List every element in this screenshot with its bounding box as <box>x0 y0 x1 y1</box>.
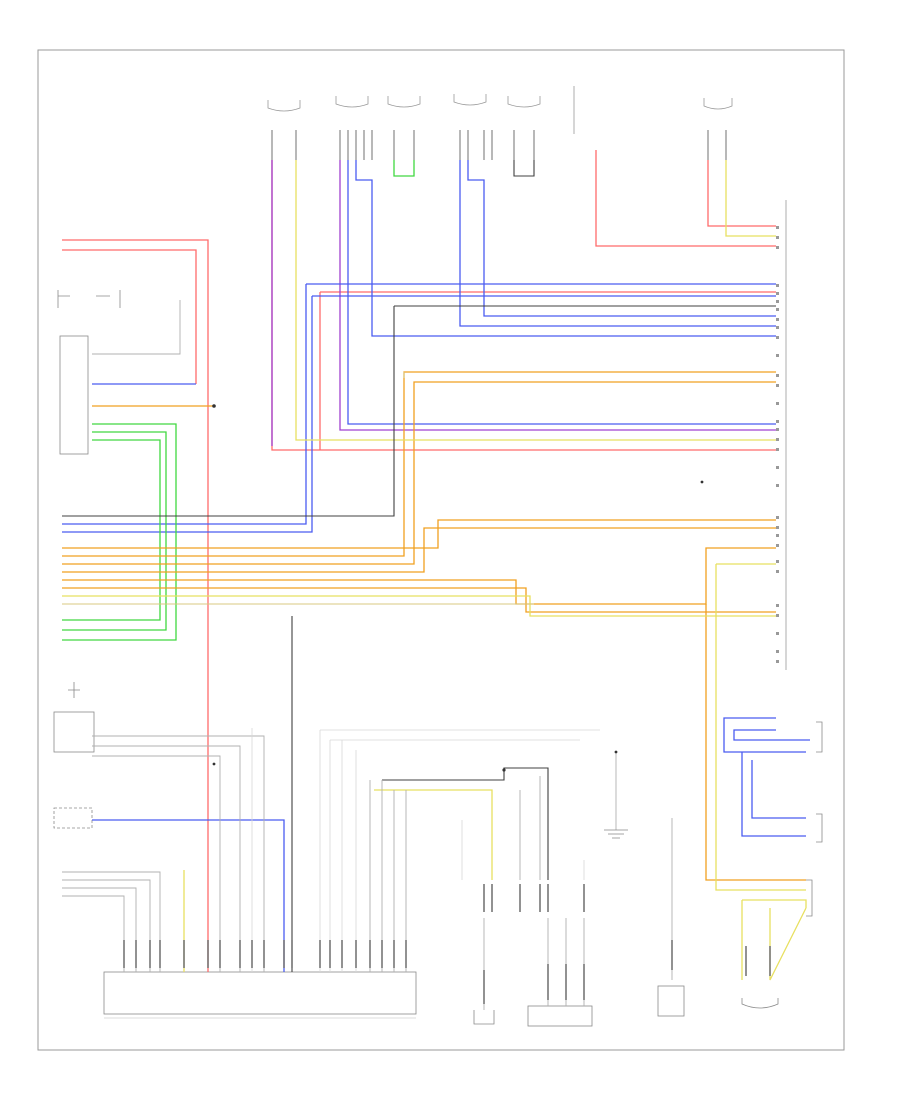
right-side-connector-2 <box>816 813 823 843</box>
wires-blue <box>62 160 810 972</box>
wires-lightgray <box>251 728 600 972</box>
bottom-module-pins <box>123 884 771 1004</box>
wires-tan <box>62 372 534 605</box>
wires-green <box>62 160 415 641</box>
wires-purple <box>271 160 776 446</box>
switch-outline <box>57 290 121 308</box>
top-connector-group <box>267 86 733 134</box>
connector-2-outline <box>335 96 369 108</box>
connector-6-outline <box>703 98 733 110</box>
tail-light-module <box>527 1005 593 1027</box>
left-modules <box>53 290 121 829</box>
bottom-modules <box>103 721 823 1027</box>
connector-5-outline <box>507 96 541 108</box>
connector-4-outline <box>453 94 487 106</box>
small-module-right <box>657 985 685 1017</box>
connector-3-outline <box>387 96 421 108</box>
wires-orange <box>62 371 806 881</box>
small-relay-box <box>53 807 93 829</box>
splice-points <box>212 404 704 772</box>
right-side-connector-1 <box>816 721 823 753</box>
antenna-icon <box>68 682 80 698</box>
bottom-connector-left <box>473 1010 495 1025</box>
wires-red <box>62 150 776 972</box>
wires-yellow <box>62 160 807 981</box>
switch-module <box>59 335 89 455</box>
main-module <box>103 971 417 1015</box>
connector-1-outline <box>267 100 301 112</box>
relay-box <box>53 711 95 753</box>
ground-icon <box>604 829 628 839</box>
right-connector-ticks <box>776 226 779 663</box>
diagram-border <box>37 49 845 1051</box>
bottom-connector-right <box>741 998 779 1009</box>
right-side-connector-3 <box>806 879 813 917</box>
wires-black <box>62 160 776 972</box>
connector-pins <box>271 130 727 160</box>
ground-symbols <box>68 682 628 839</box>
